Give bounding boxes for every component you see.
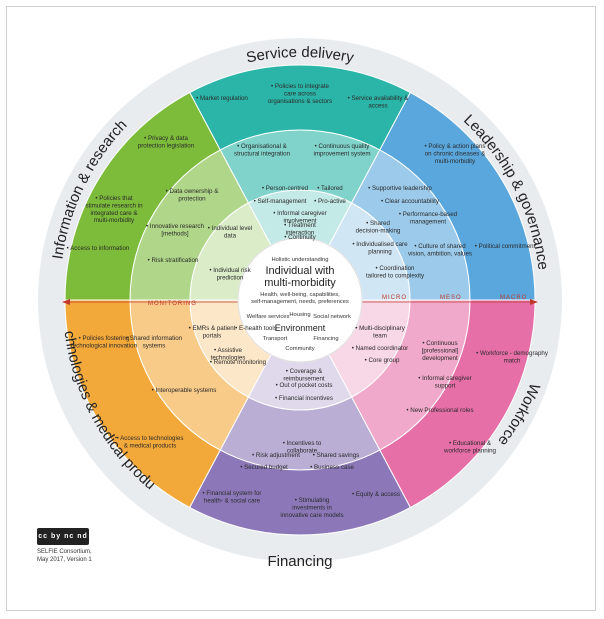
figure-frame — [6, 6, 596, 611]
scale-arrow-right — [530, 299, 538, 305]
env-item-transport: Transport — [263, 336, 288, 342]
sector-title-financing: Financing — [267, 553, 332, 570]
service-delivery-inner-item-3: • Pro-active — [314, 198, 346, 205]
center-holistic: Holistic understanding — [271, 257, 328, 263]
sector-title-service-delivery: Service delivery — [245, 44, 356, 67]
technologies-middle-item-1: • Interoperable systems — [152, 387, 217, 394]
information-middle-item-1: • Innovative research[methods] — [146, 223, 204, 237]
footer-line-1: SELFIE Consortium, — [37, 549, 92, 555]
service-delivery-inner-item-1: • Tailored — [317, 185, 343, 192]
financing-outer-item-2: • Equity & access — [352, 491, 400, 498]
service-delivery-inner-item-6: • Continuity — [284, 234, 316, 241]
information-outer-item-2: • Access to information — [67, 245, 130, 252]
env-item-social: Social network — [313, 314, 351, 320]
information-middle-item-2: • Risk stratification — [148, 257, 199, 264]
scale-label-monitoring: MONITORING — [148, 301, 197, 307]
technologies-outer-item-1: • Access to technologies& medical produc… — [117, 435, 184, 449]
env-item-welfare: Welfare services — [247, 314, 290, 320]
workforce-middle-item-2: • New Professional roles — [406, 407, 473, 414]
env-item-financing: Financing — [313, 336, 338, 342]
service-delivery-middle-item-0: • Organisational &structural integration — [234, 143, 291, 157]
env-item-community: Community — [285, 346, 314, 352]
financing-middle-item-4: • Business case — [310, 464, 354, 471]
cc-license-icon: cc by nc nd — [37, 528, 89, 545]
information-middle-item-0: • Data ownership &protection — [166, 188, 220, 202]
service-delivery-outer-item-2: • Service availability &access — [348, 95, 410, 109]
workforce-outer-item-1: • Educational &workforce planning — [443, 440, 496, 454]
scale-label-meso: MESO — [440, 295, 462, 301]
center-circle — [237, 237, 363, 363]
footer-line-2: May 2017, Version 1 — [37, 557, 92, 563]
workforce-inner-item-2: • Core group — [365, 357, 400, 364]
financing-middle-item-2: • Shared savings — [313, 452, 360, 459]
footer-credit: SELFIE Consortium, May 2017, Version 1 — [37, 548, 92, 564]
leadership-middle-item-0: • Supportive leadership — [368, 185, 432, 192]
service-delivery-inner-item-2: • Self-management — [254, 198, 307, 205]
service-delivery-outer-item-0: • Market regulation — [196, 95, 248, 102]
center-title-1: Individual with — [265, 265, 334, 277]
center-environment: Environment — [275, 323, 326, 333]
financing-inner-item-0: • Coverage &reimbursement — [283, 368, 325, 382]
workforce-inner-item-1: • Named coordinator — [352, 345, 409, 352]
service-delivery-inner-item-0: • Person-centred — [262, 185, 309, 192]
financing-middle-item-3: • Secured budget — [240, 464, 288, 471]
sector-information-ring-3 — [64, 91, 221, 301]
scale-label-macro: MACRO — [500, 295, 527, 301]
workforce-middle-item-0: • Continuous[professional]development — [422, 340, 459, 362]
leadership-outer-item-1: • Political commitment — [475, 243, 536, 250]
center-title-2: multi-morbidity — [264, 277, 336, 289]
center-sub-1: Health, well-being, capabilities, — [260, 292, 340, 298]
financing-middle-item-1: • Risk adjustment — [252, 452, 300, 459]
technologies-inner-item-1: • E-health tools — [235, 325, 277, 332]
env-item-housing: Housing — [289, 312, 310, 318]
scale-label-micro: MICRO — [382, 295, 407, 301]
technologies-inner-item-3: • Remote monitoring — [210, 359, 267, 366]
financing-inner-item-1: • Out of pocket costs — [276, 382, 333, 389]
financing-inner-item-2: • Financial incentives — [275, 395, 333, 402]
scale-arrow-left — [62, 299, 70, 305]
leadership-middle-item-1: • Clear accountability — [381, 198, 440, 205]
center-sub-2: self-management, needs, preferences — [251, 299, 349, 305]
